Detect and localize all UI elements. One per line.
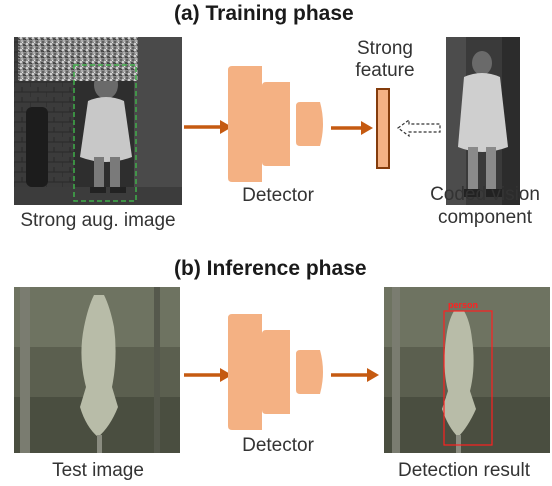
test-image [14, 287, 180, 453]
detection-result-image: person [384, 287, 550, 453]
strong-feature-bar [376, 88, 390, 169]
detector-label-training: Detector [242, 185, 314, 206]
test-image-caption: Test image [52, 460, 144, 481]
strong-aug-caption: Strong aug. image [20, 210, 176, 231]
dashed-arrow-left-icon [396, 118, 444, 138]
inference-phase-title: (b) Inference phase [174, 257, 367, 280]
arrow-right-icon [184, 365, 232, 385]
detection-label: person [448, 300, 479, 310]
arrow-right-icon [331, 118, 373, 138]
detector-network-icon [228, 314, 328, 435]
detection-bounding-box [443, 310, 493, 446]
arrow-right-icon [331, 365, 379, 385]
arrow-right-icon [184, 117, 232, 137]
coded-vision-image [446, 37, 520, 205]
detection-result-caption: Detection result [397, 460, 530, 481]
dashed-region-box [73, 64, 137, 202]
coded-vision-caption: Coded vision component [430, 184, 540, 228]
detector-network-icon [228, 66, 328, 187]
training-phase-title: (a) Training phase [174, 2, 354, 25]
strong-feature-label: Strong feature [355, 38, 415, 81]
detector-label-inference: Detector [242, 435, 314, 456]
strong-aug-image [14, 37, 182, 205]
